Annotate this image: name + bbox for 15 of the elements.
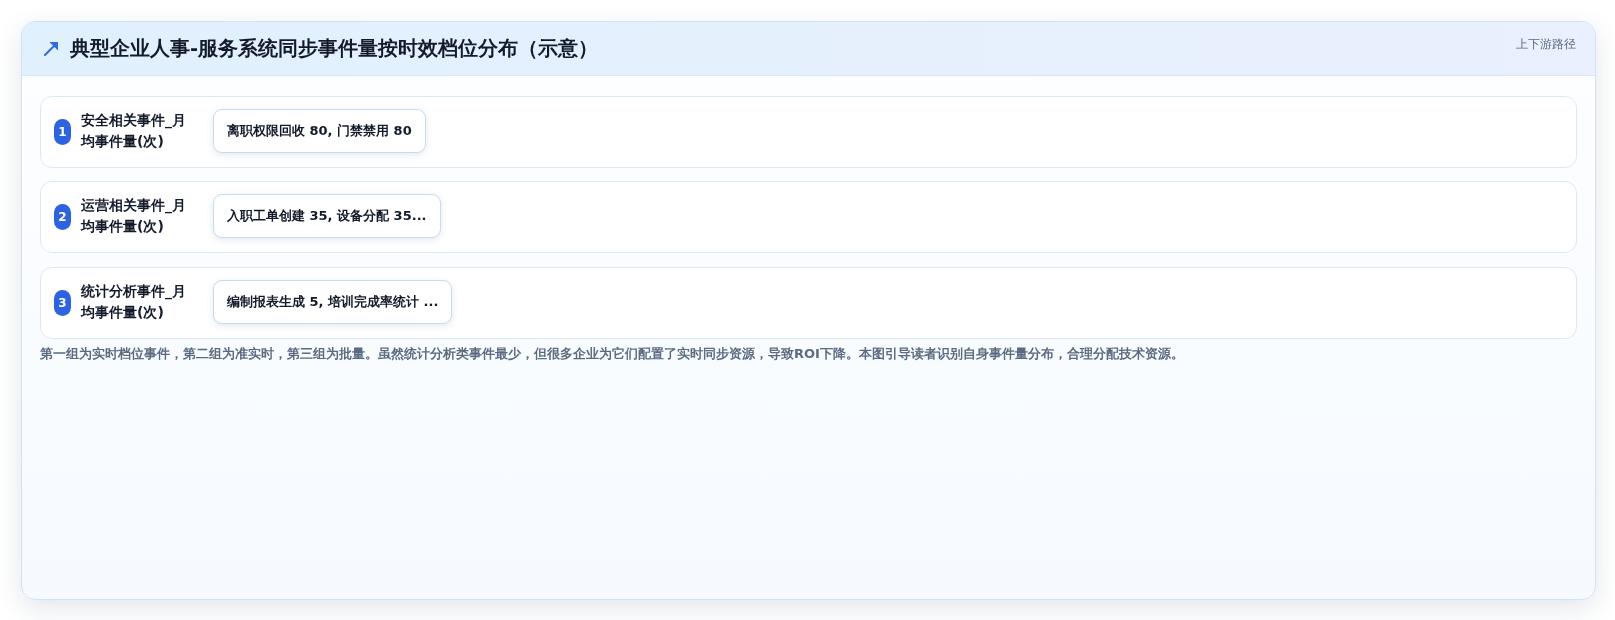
row-label: 统计分析事件_月均事件量(次) <box>81 282 187 322</box>
event-examples-tag: 编制报表生成 5, 培训完成率统计 ... <box>213 280 453 324</box>
row-label: 安全相关事件_月均事件量(次) <box>81 111 187 151</box>
number-badge: 3 <box>54 290 71 316</box>
number-badge: 1 <box>54 119 71 145</box>
category-row <box>40 96 1577 168</box>
diagram-title: 典型企业人事-服务系统同步事件量按时效档位分布（示意） <box>70 36 599 62</box>
category-row <box>40 267 1577 339</box>
caption-note: 第一组为实时档位事件，第二组为准实时，第三组为批量。虽然统计分析类事件最少，但很多企业为它们配置了实时同步资源，导致ROI下降。本图引导读者识别自身事件量分布，合理分配技术资源。 <box>40 345 1184 363</box>
category-row <box>40 181 1577 253</box>
number-badge: 2 <box>54 204 71 230</box>
header-note: 上下游路径 <box>1516 36 1576 52</box>
event-examples-tag: 入职工单创建 35, 设备分配 35... <box>213 194 441 238</box>
event-examples-tag: 离职权限回收 80, 门禁禁用 80 <box>213 109 426 153</box>
row-label: 运营相关事件_月均事件量(次) <box>81 196 187 236</box>
